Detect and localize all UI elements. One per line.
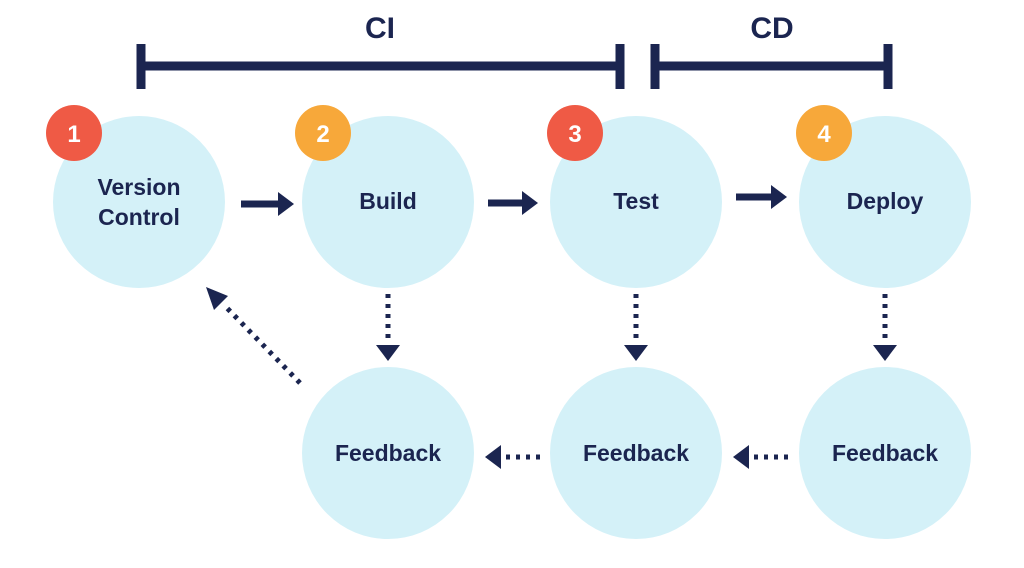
step-number-badge	[46, 105, 102, 161]
ci-bracket	[136, 44, 625, 89]
step-test: Test 3	[547, 105, 722, 288]
ci-label: CI	[365, 12, 395, 45]
step-circle	[302, 116, 474, 288]
step-label: Test	[613, 188, 659, 214]
step-label: Build	[359, 188, 417, 214]
step-number: 2	[316, 121, 329, 148]
arrow-build-to-test	[488, 191, 538, 215]
feedback-deploy: Feedback	[799, 367, 971, 539]
dotted-arrow-deploy-to-feedback	[873, 294, 897, 361]
step-number-badge	[547, 105, 603, 161]
step-build: Build 2	[295, 105, 474, 288]
feedback-label: Feedback	[832, 440, 938, 466]
feedback-circle	[799, 367, 971, 539]
cd-bracket	[650, 44, 893, 89]
step-circle	[799, 116, 971, 288]
arrow-test-to-deploy	[736, 185, 787, 209]
step-label: Control	[98, 204, 180, 230]
dotted-arrow-feedback-to-version-control	[206, 287, 302, 385]
arrow-version-control-to-build	[241, 192, 294, 216]
step-number: 3	[568, 121, 581, 148]
step-label: Deploy	[847, 188, 924, 214]
feedback-circle	[302, 367, 474, 539]
feedback-build: Feedback	[302, 367, 474, 539]
dotted-arrow-feedback-test-to-build	[485, 445, 540, 469]
dotted-arrow-test-to-feedback	[624, 294, 648, 361]
dotted-arrow-build-to-feedback	[376, 294, 400, 361]
step-circle	[550, 116, 722, 288]
feedback-label: Feedback	[335, 440, 441, 466]
step-version-control: Version Control 1	[46, 105, 225, 288]
step-number-badge	[295, 105, 351, 161]
step-circle	[53, 116, 225, 288]
cd-label: CD	[750, 12, 793, 45]
step-number-badge	[796, 105, 852, 161]
feedback-test: Feedback	[550, 367, 722, 539]
dotted-arrow-feedback-deploy-to-test	[733, 445, 788, 469]
step-deploy: Deploy 4	[796, 105, 971, 288]
step-number: 4	[817, 121, 831, 148]
feedback-circle	[550, 367, 722, 539]
feedback-label: Feedback	[583, 440, 689, 466]
step-label: Version	[97, 174, 180, 200]
step-number: 1	[67, 121, 80, 148]
